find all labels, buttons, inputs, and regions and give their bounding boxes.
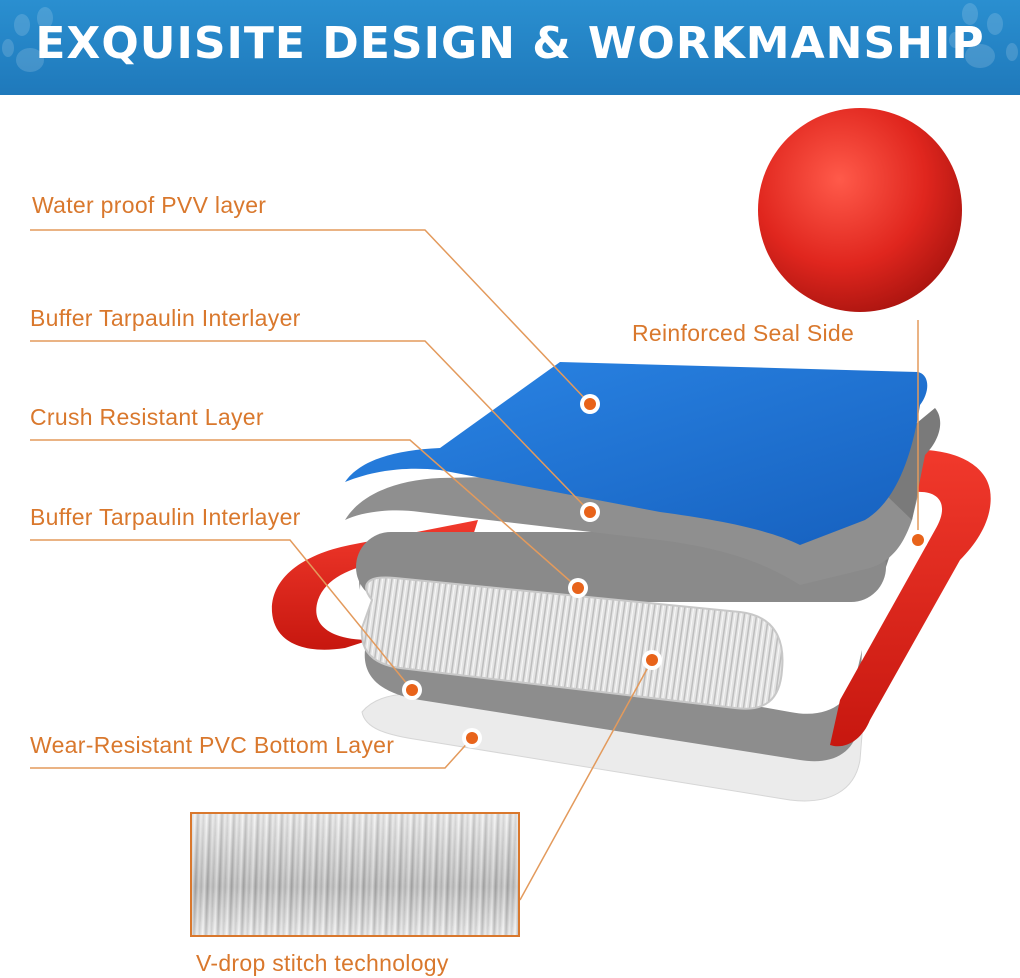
dropstitch-closeup — [190, 812, 520, 937]
label-waterproof-layer: Water proof PVV layer — [32, 192, 267, 218]
label-bottom-layer: Wear-Resistant PVC Bottom Layer — [30, 732, 395, 758]
header-banner: EXQUISITE DESIGN & WORKMANSHIP — [0, 0, 1020, 95]
label-buffer-interlayer-upper: Buffer Tarpaulin Interlayer — [30, 305, 301, 331]
callout-marker-icon — [402, 394, 928, 748]
top-layer-shape — [345, 362, 928, 545]
leader-lines — [30, 229, 919, 901]
paw-print-icon — [2, 3, 1018, 72]
dropstitch-sheen — [192, 814, 518, 935]
seal-detail-disc — [758, 108, 962, 312]
label-seal-side: Reinforced Seal Side — [632, 320, 855, 346]
seal-side-right — [830, 449, 991, 747]
label-crush-resistant-layer: Crush Resistant Layer — [30, 404, 264, 430]
page-title: EXQUISITE DESIGN & WORKMANSHIP — [35, 18, 985, 69]
label-buffer-interlayer-lower: Buffer Tarpaulin Interlayer — [30, 504, 301, 530]
label-dropstitch: V-drop stitch technology — [196, 950, 449, 976]
dropstitch-core-shape — [360, 576, 784, 710]
